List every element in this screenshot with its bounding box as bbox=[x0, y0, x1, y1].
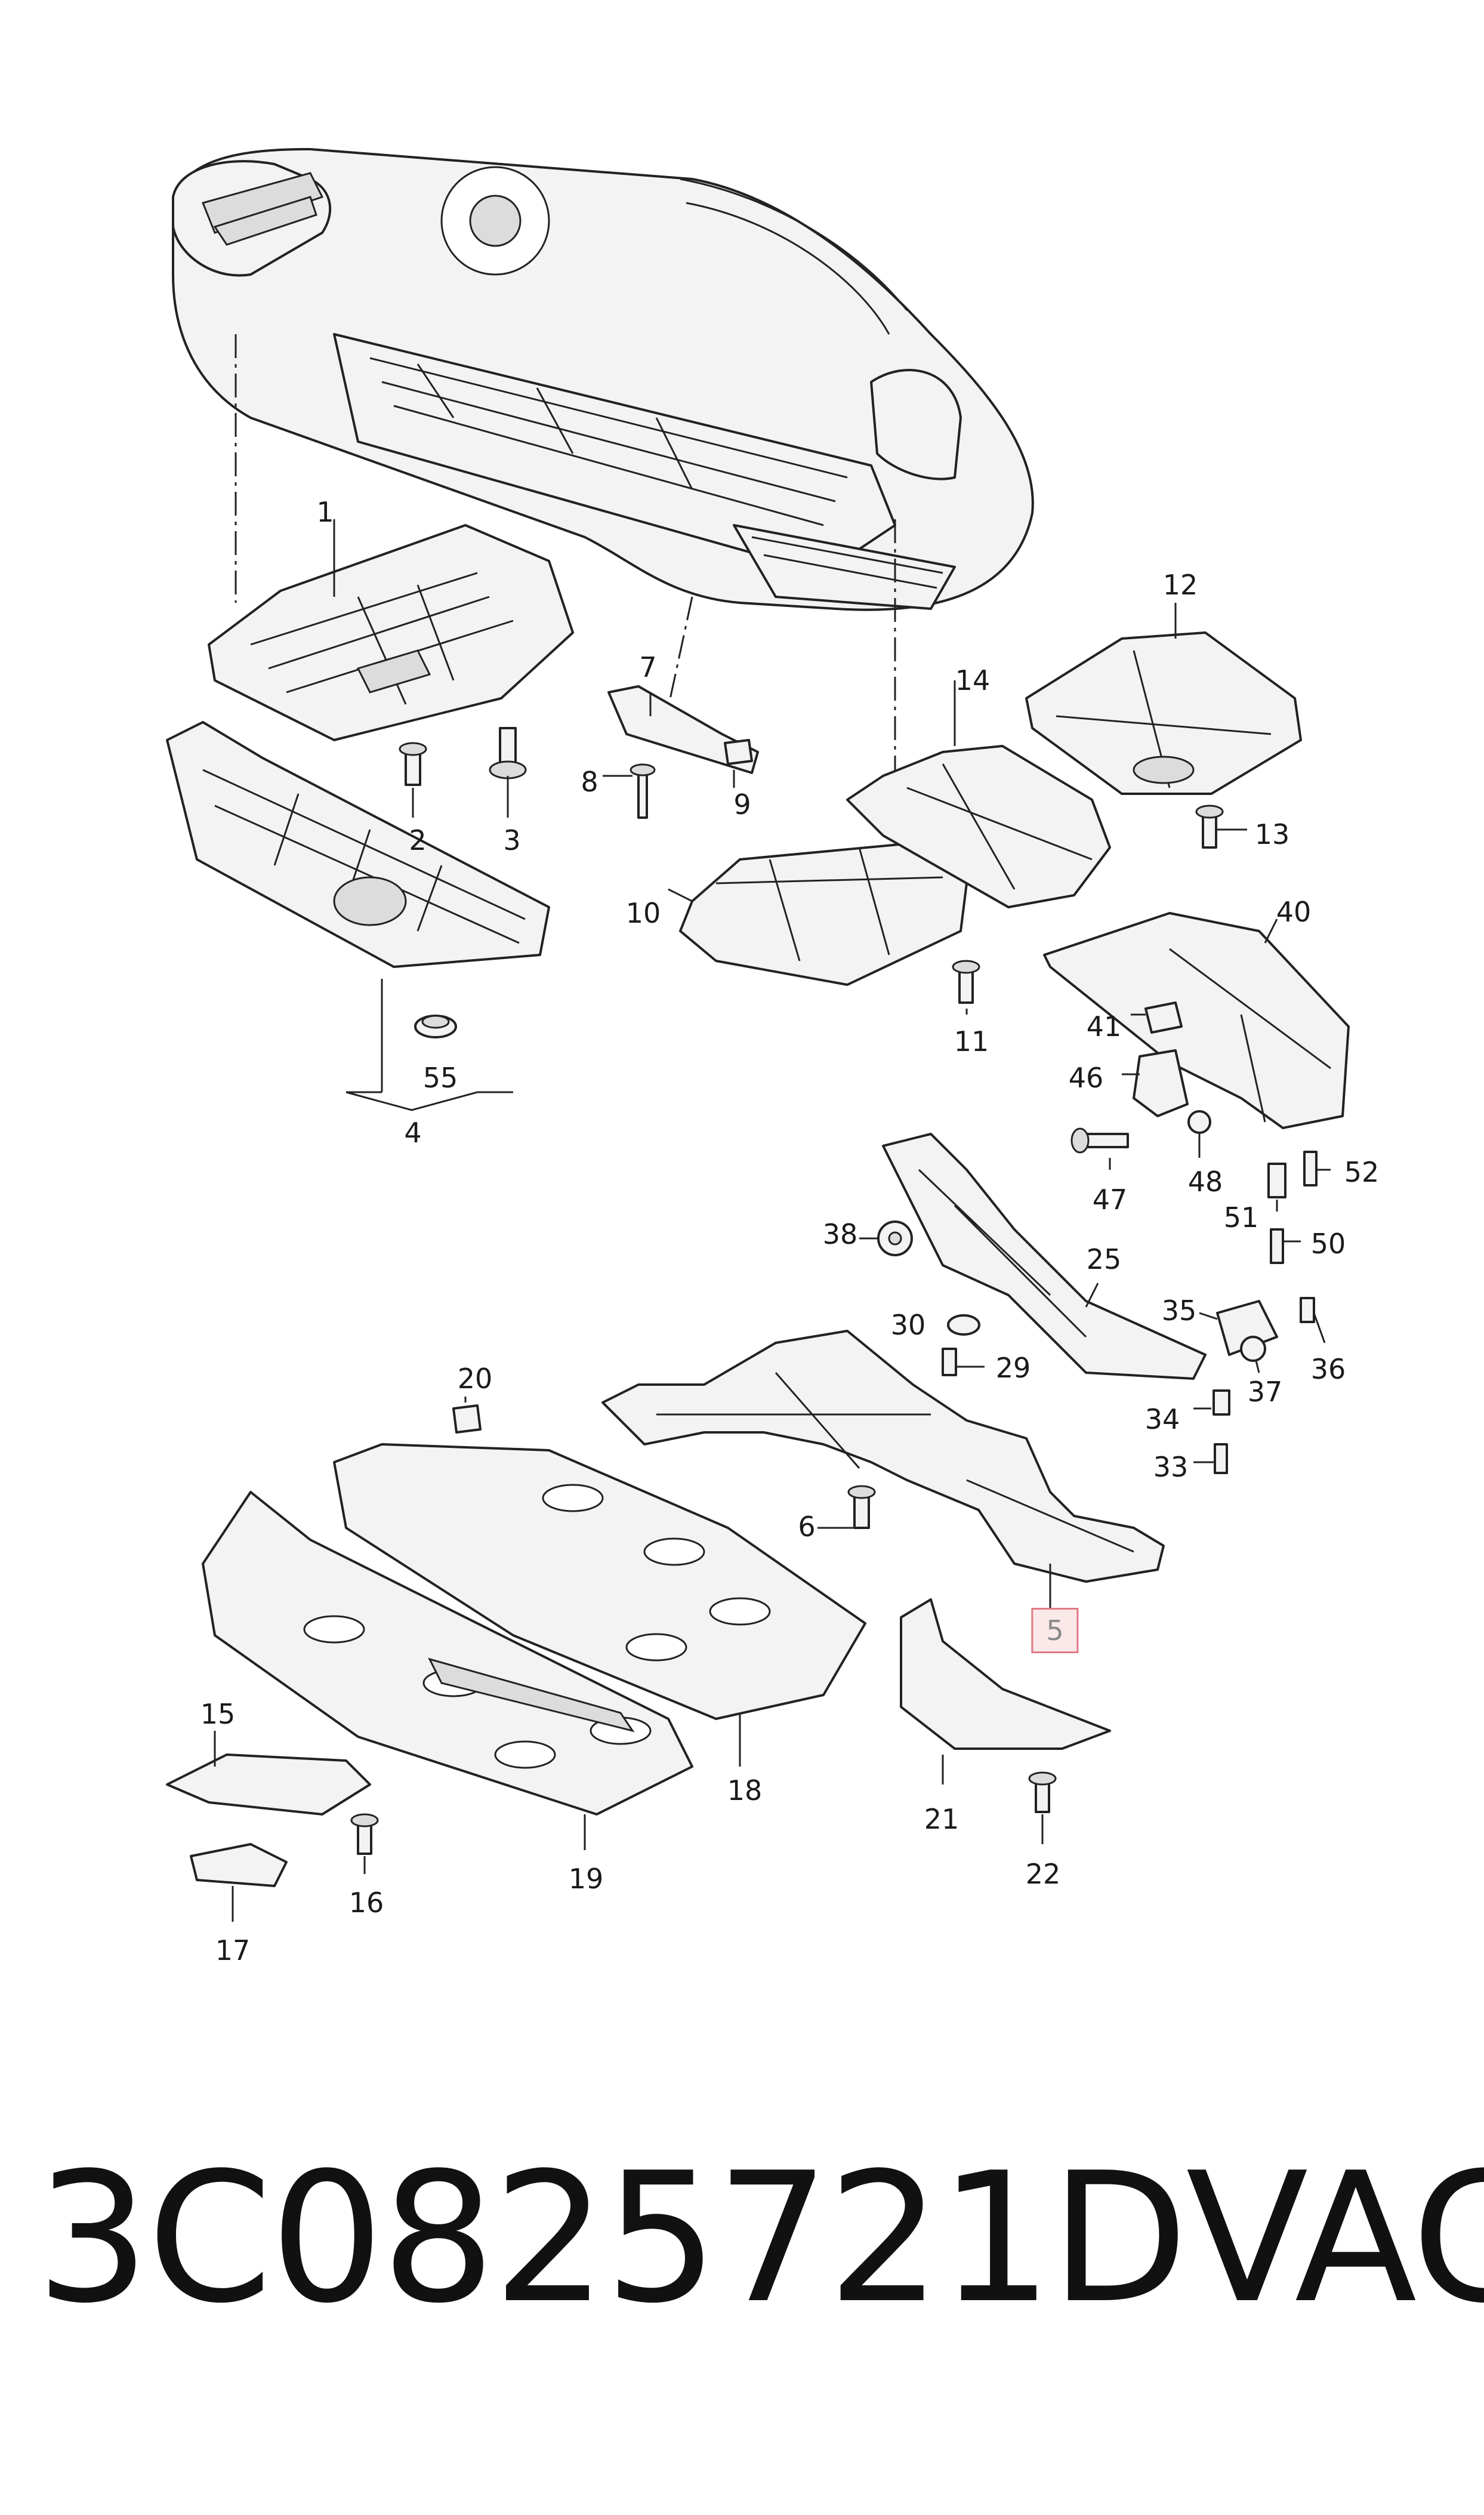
callout-13: 13 bbox=[1254, 818, 1290, 850]
callout-48: 48 bbox=[1187, 1166, 1223, 1198]
clip-20 bbox=[452, 1404, 482, 1434]
part-40-heat-shield bbox=[1043, 912, 1350, 1129]
nut-48 bbox=[1187, 1110, 1211, 1134]
callout-21: 21 bbox=[924, 1803, 959, 1835]
screw-6 bbox=[847, 1485, 876, 1529]
leader-lines bbox=[214, 519, 1331, 1922]
callout-12: 12 bbox=[1162, 569, 1198, 601]
callout-40: 40 bbox=[1276, 896, 1312, 928]
clip-34 bbox=[1213, 1389, 1230, 1416]
screw-33 bbox=[1214, 1443, 1228, 1474]
footer: 3C0825721D VAG bbox=[36, 2134, 1484, 2343]
callout-10: 10 bbox=[625, 897, 661, 929]
screw-29 bbox=[942, 1348, 957, 1376]
callout-37: 37 bbox=[1247, 1376, 1283, 1408]
callout-34: 34 bbox=[1144, 1403, 1180, 1435]
callout-18: 18 bbox=[727, 1774, 763, 1807]
car-underbody bbox=[172, 148, 1034, 611]
screw-2 bbox=[399, 742, 427, 786]
part-10-middle-panel bbox=[679, 840, 968, 986]
part-14-tunnel-panel bbox=[846, 745, 1111, 908]
screw-13 bbox=[1195, 805, 1224, 849]
screw-3 bbox=[489, 727, 527, 779]
screw-11 bbox=[952, 960, 980, 1004]
bracket-4 bbox=[345, 979, 513, 1111]
clip-55 bbox=[414, 1015, 457, 1038]
callout-9: 9 bbox=[733, 788, 751, 821]
part-12-rear-panel bbox=[1025, 631, 1302, 795]
callout-4: 4 bbox=[404, 1117, 422, 1149]
callout-8: 8 bbox=[581, 766, 598, 798]
part-19-floor-panel bbox=[202, 1491, 693, 1816]
nut-37 bbox=[1240, 1336, 1266, 1362]
callout-51: 51 bbox=[1223, 1201, 1259, 1234]
parts-diagram: 1 2 3 4 5 6 7 8 9 10 11 12 13 14 15 16 1… bbox=[166, 148, 1380, 1967]
callout-14: 14 bbox=[955, 664, 991, 696]
clip-9 bbox=[724, 739, 753, 765]
pin-8 bbox=[630, 763, 656, 819]
callout-7: 7 bbox=[639, 651, 657, 683]
callout-1: 1 bbox=[316, 496, 334, 528]
callout-46: 46 bbox=[1068, 1062, 1104, 1094]
part-15-bracket bbox=[166, 1753, 371, 1816]
callout-11: 11 bbox=[954, 1025, 989, 1058]
part-18-floor-panel bbox=[333, 1443, 866, 1720]
callout-15: 15 bbox=[200, 1698, 236, 1730]
bolt-47 bbox=[1070, 1127, 1129, 1154]
part-1-engine-undertray bbox=[208, 524, 574, 741]
callout-38: 38 bbox=[822, 1218, 858, 1250]
part-7-strip bbox=[607, 685, 759, 774]
callout-47: 47 bbox=[1092, 1183, 1128, 1216]
callout-41: 41 bbox=[1086, 1010, 1122, 1043]
clip-30 bbox=[947, 1314, 980, 1336]
part-5-rear-underbody-panel bbox=[601, 1330, 1165, 1583]
bracket-46 bbox=[1133, 1049, 1189, 1117]
callout-50: 50 bbox=[1310, 1228, 1346, 1260]
callout-29: 29 bbox=[995, 1352, 1031, 1384]
callout-17: 17 bbox=[215, 1934, 251, 1967]
clip-41 bbox=[1144, 1001, 1183, 1034]
clip-51 bbox=[1267, 1163, 1286, 1198]
screw-22 bbox=[1028, 1771, 1057, 1813]
part-25-cross-member bbox=[882, 1133, 1207, 1380]
part-number: 3C0825721D bbox=[36, 2134, 1188, 2343]
callout-19: 19 bbox=[568, 1863, 604, 1895]
screw-36 bbox=[1300, 1297, 1315, 1323]
part-17-pad bbox=[190, 1843, 288, 1887]
callout-52: 52 bbox=[1344, 1156, 1380, 1188]
callout-16: 16 bbox=[348, 1887, 384, 1919]
callout-36: 36 bbox=[1310, 1353, 1346, 1385]
callout-5-highlighted[interactable]: 5 bbox=[1031, 1608, 1079, 1653]
part-21-side-shield bbox=[900, 1598, 1111, 1750]
nut-38 bbox=[877, 1220, 913, 1256]
callout-30: 30 bbox=[890, 1309, 926, 1341]
callout-25: 25 bbox=[1086, 1243, 1122, 1275]
part-4-front-panel bbox=[166, 721, 550, 968]
callout-22: 22 bbox=[1025, 1858, 1061, 1890]
callout-20: 20 bbox=[457, 1363, 493, 1395]
screw-52 bbox=[1303, 1151, 1318, 1186]
callout-35: 35 bbox=[1161, 1295, 1197, 1327]
callout-2: 2 bbox=[409, 824, 427, 856]
screw-50 bbox=[1270, 1228, 1284, 1264]
callout-33: 33 bbox=[1153, 1451, 1189, 1483]
underbody-drawing bbox=[166, 148, 1350, 1922]
screw-16 bbox=[350, 1813, 379, 1855]
callout-6: 6 bbox=[798, 1511, 816, 1543]
callout-3: 3 bbox=[503, 824, 521, 856]
brand-name: VAG bbox=[1186, 2134, 1484, 2343]
callout-55: 55 bbox=[422, 1062, 458, 1094]
